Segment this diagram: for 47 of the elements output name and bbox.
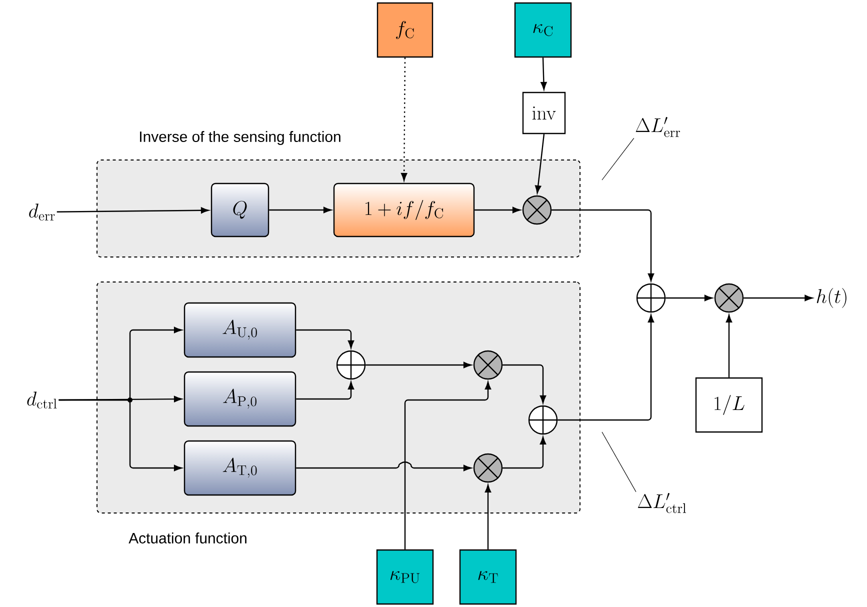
transfer-block: $1+if/f_{\mathrm{C}}$ [333, 182, 475, 238]
parameter-box: $f_{\mathrm{C}}$ [376, 2, 434, 58]
operation-box: $1/L$ [695, 377, 763, 433]
transfer-block: $A_{\mathrm{U,0}}$ [184, 302, 296, 358]
arrow [401, 58, 408, 181]
arrow [726, 314, 732, 378]
arrow [744, 294, 813, 302]
leader-line [602, 138, 634, 180]
parameter-box: $\kappa_{\mathrm{PU}}$ [376, 549, 434, 605]
summing-junction [636, 283, 666, 313]
multiplier-junction [473, 350, 503, 380]
operation-box: $\mathrm{inv}$ [522, 92, 566, 134]
leader-line [602, 432, 636, 492]
parameter-box: $\kappa_{\mathrm{C}}$ [514, 2, 572, 58]
signal-label: $\Delta L'_{\mathrm{err}}$ [636, 117, 680, 138]
transfer-block: $A_{\mathrm{P,0}}$ [184, 371, 296, 427]
arrow [58, 399, 182, 472]
transfer-block: $A_{\mathrm{T,0}}$ [184, 440, 296, 496]
signal-label: $\Delta L'_{\mathrm{ctrl}}$ [638, 493, 686, 514]
signal-label: $d_{\mathrm{err}}$ [29, 204, 55, 221]
signal-label: $h(t)$ [816, 288, 846, 308]
multiplier-junction [473, 453, 503, 483]
group-heading: Inverse of the sensing function [140, 131, 340, 145]
summing-junction [336, 350, 366, 380]
arrow [502, 436, 546, 469]
arrow [666, 294, 712, 302]
transfer-block: $Q$ [210, 182, 270, 238]
arrow [269, 206, 332, 214]
arrow [404, 382, 492, 550]
signal-label: $d_{\mathrm{ctrl}}$ [27, 392, 57, 409]
arrow [56, 207, 209, 214]
arrow [366, 362, 472, 368]
arrow [484, 484, 492, 550]
arrow [296, 461, 472, 472]
multiplier-junction [522, 195, 552, 225]
arrow [540, 58, 547, 90]
arrow [474, 206, 520, 214]
summing-junction [528, 405, 558, 435]
arrow [558, 314, 654, 421]
arrow [552, 209, 654, 282]
group-heading: Actuation function [128, 532, 246, 544]
arrow [296, 329, 354, 348]
parameter-box: $\kappa_{\mathrm{T}}$ [459, 549, 517, 605]
multiplier-junction [714, 283, 744, 313]
arrow [296, 382, 354, 400]
arrow [535, 134, 545, 194]
arrow [502, 364, 546, 404]
